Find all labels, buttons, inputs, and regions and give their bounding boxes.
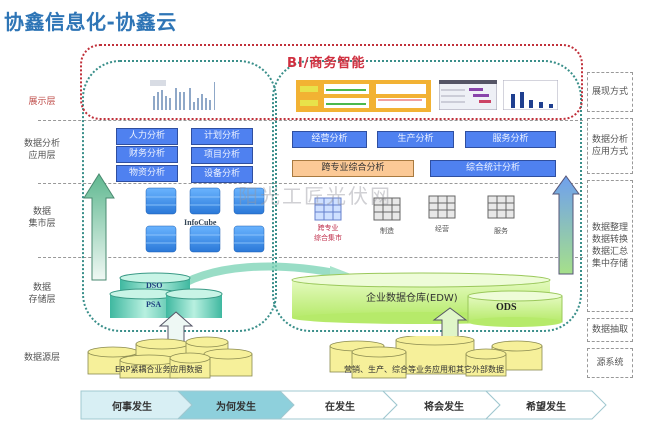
layer-label-mart: 数据 集市层 [10,206,74,230]
side-tag-line: 数据汇总 [591,247,628,257]
mart-label-operations: 经营 [435,225,449,233]
page-title: 协鑫信息化-协鑫云 [4,10,177,34]
layer-label-line: 集市层 [28,219,56,229]
layer-label-line: 存储层 [28,295,56,305]
dso-psa-cylinders [109,272,223,318]
steps-chevron-bar [80,390,607,420]
dashboard-thumbnail [296,80,431,112]
edw-region [272,60,582,332]
infocube-group [145,187,265,253]
layer-label-line: 数据分析 [23,139,60,149]
mart-label-line: 跨专业 [317,224,339,232]
bi-title: BI/商务智能 [287,56,366,71]
layer-label-line: 数据 [32,283,51,293]
layer-label-analysis: 数据分析 应用层 [10,138,74,162]
psa-label: PSA [146,300,162,309]
cross-mart-cube-icon [314,197,342,221]
side-tag-line: 应用方式 [591,147,628,157]
side-tag-line: 数据整理 [591,223,628,233]
layer-label-presentation: 展示层 [28,97,56,107]
analysis-box-hr[interactable]: 人力分析 [116,128,178,145]
up-arrow-icon [83,173,115,281]
layer-divider [38,120,583,121]
analysis-box-equipment[interactable]: 设备分析 [191,166,253,183]
step-will-happen: 将会发生 [424,401,464,413]
edw-label: 企业数据仓库(EDW) [366,293,458,304]
step-hope-happen: 希望发生 [526,401,566,413]
side-tag-line: 数据分析 [591,135,628,145]
operations-cube-icon [428,195,456,219]
ods-label: ODS [496,302,517,313]
analysis-box-cross-discipline[interactable]: 跨专业综合分析 [292,160,414,177]
analysis-box-finance[interactable]: 财务分析 [116,146,178,163]
erp-source-label: ERP紧耦合业务应用数据 [115,365,203,374]
layer-label-line: 应用层 [28,151,56,161]
step-what-happened: 何事发生 [112,401,152,413]
step-happening: 在发生 [325,401,355,413]
analysis-box-service[interactable]: 服务分析 [465,131,556,148]
side-tag-analysis-mode: 数据分析 应用方式 [587,118,633,174]
watermark: 阳光工匠光伏网 [238,184,392,208]
infocube-label: InfoCube [184,218,217,227]
side-tag-line: 数据转换 [591,235,628,245]
layer-label-line: 数据 [32,207,51,217]
layer-divider [38,183,583,184]
dso-label: DSO [146,281,163,290]
side-tag-source-system: 源系统 [587,348,633,378]
mart-label-manufacturing: 制造 [380,227,394,235]
other-source-label: 营销、生产、综合等业务应用和其它外部数据 [344,365,504,374]
side-tag-data-processing: 数据整理 数据转换 数据汇总 集中存储 [587,180,633,312]
side-tag-presentation-mode: 展现方式 [587,72,633,112]
mart-label-line: 综合集市 [314,234,342,242]
edw-cylinder [291,272,563,327]
side-tag-extraction: 数据抽取 [587,318,633,342]
step-why-happened: 为何发生 [216,401,256,413]
side-tag-line: 集中存储 [591,259,628,269]
up-arrow-icon [552,175,580,275]
bar-chart-thumbnail [150,80,215,110]
bi-box [80,44,583,120]
gantt-thumbnail [439,80,497,110]
analysis-box-production[interactable]: 生产分析 [377,131,454,148]
column-chart-thumbnail [503,80,558,110]
layer-label-storage: 数据 存储层 [10,282,74,306]
analysis-box-plan[interactable]: 计划分析 [191,128,253,145]
layer-label-source: 数据源层 [23,353,60,363]
mart-label-cross: 跨专业 综合集市 [306,223,350,243]
analysis-box-project[interactable]: 项目分析 [191,147,253,164]
manufacturing-cube-icon [373,197,401,221]
analysis-box-operations[interactable]: 经营分析 [292,131,367,148]
other-source-cylinders [329,336,543,379]
mart-label-service: 服务 [494,227,508,235]
layer-divider [38,257,583,258]
analysis-box-statistics[interactable]: 综合统计分析 [430,160,556,177]
analysis-box-materials[interactable]: 物资分析 [116,165,178,182]
service-cube-icon [487,195,515,219]
erp-source-cylinders [87,336,253,379]
